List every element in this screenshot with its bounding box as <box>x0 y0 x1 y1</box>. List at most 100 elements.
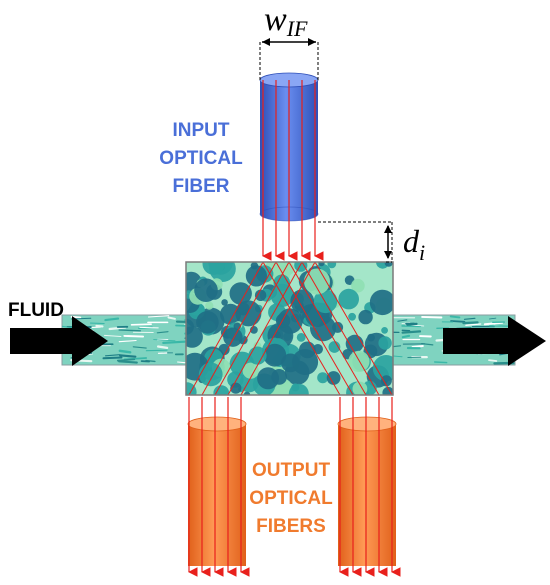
particle <box>292 349 319 375</box>
flow-streak <box>104 317 120 322</box>
particle <box>205 301 214 310</box>
flow-streak <box>156 345 169 350</box>
particle <box>294 262 308 272</box>
particle <box>186 326 203 348</box>
particle <box>274 331 281 339</box>
particle <box>223 327 243 347</box>
particle <box>378 336 392 350</box>
output-fibers-label: OUTPUT OPTICAL FIBERS <box>249 460 333 537</box>
input-label-line1: INPUT <box>173 120 230 141</box>
light-rays <box>188 80 401 577</box>
flow-streak <box>411 344 424 349</box>
flow-streak <box>118 360 138 364</box>
flow-streak <box>104 354 121 357</box>
flow-streak <box>123 334 145 338</box>
flow-streak <box>449 315 461 319</box>
particle <box>186 382 197 395</box>
input-fiber-label: INPUT OPTICAL FIBER <box>159 120 243 197</box>
scattered-ray <box>275 262 354 395</box>
particle <box>202 262 225 275</box>
particle <box>328 341 341 353</box>
particle <box>257 367 280 390</box>
flow-streak <box>132 346 147 349</box>
scattered-ray <box>214 262 290 395</box>
particle <box>380 375 392 387</box>
particle <box>318 262 325 267</box>
input-label-line3: FIBER <box>173 176 230 197</box>
distance-label: di <box>403 223 425 265</box>
particle <box>198 362 223 387</box>
particle <box>235 300 262 327</box>
flow-streak <box>145 349 168 352</box>
flow-streak <box>162 340 186 344</box>
particle <box>327 262 337 269</box>
output-label-line3: FIBERS <box>256 516 326 537</box>
scattered-ray <box>288 262 367 395</box>
particle <box>351 278 365 293</box>
width-dimension: wIF <box>259 1 319 80</box>
particle <box>243 391 251 395</box>
flow-streak <box>153 339 176 342</box>
flow-streak <box>450 320 466 323</box>
fluid-outlet-arrow <box>443 316 546 366</box>
particle <box>291 383 300 392</box>
flow-streak <box>118 349 132 354</box>
flow-streak <box>397 319 408 322</box>
fluid-label: FLUID <box>8 300 64 321</box>
flow-streak <box>89 322 105 325</box>
particle <box>245 265 267 287</box>
flow-streak <box>401 330 422 334</box>
particle <box>248 346 267 365</box>
flow-streak <box>103 334 122 337</box>
particle <box>229 282 252 305</box>
flow-streak <box>118 339 137 343</box>
scattered-ray <box>227 262 303 395</box>
flow-streak <box>156 331 169 334</box>
particle <box>369 289 393 316</box>
scattered-ray <box>314 262 393 395</box>
particle <box>296 333 306 342</box>
particle <box>221 299 228 306</box>
particle <box>326 371 341 385</box>
flow-streak <box>465 323 482 326</box>
scattered-ray <box>240 262 316 395</box>
particle <box>213 385 230 395</box>
particle <box>304 268 330 295</box>
width-label: wIF <box>264 1 308 41</box>
particle <box>263 343 287 367</box>
flow-streak <box>421 315 443 319</box>
flow-streak <box>118 354 137 358</box>
particle <box>348 312 356 321</box>
particle <box>194 278 218 303</box>
flow-streak <box>147 315 170 318</box>
particle <box>332 321 344 333</box>
output-optical-fiber-left <box>187 416 247 566</box>
flow-streak <box>177 361 186 364</box>
flow-streak <box>102 356 123 360</box>
flow-streak <box>116 358 136 362</box>
input-label-line2: OPTICAL <box>159 148 243 169</box>
particle <box>196 311 219 334</box>
particle <box>358 309 373 325</box>
scattered-ray <box>262 262 341 395</box>
scattered-ray <box>188 262 264 395</box>
flow-streak <box>95 324 104 328</box>
particle <box>381 327 388 334</box>
flow-streak <box>401 334 411 339</box>
particle <box>220 303 241 325</box>
flow-streak <box>393 355 403 358</box>
flow-streak <box>139 326 159 329</box>
flow-streak <box>434 361 448 364</box>
particle <box>242 362 259 379</box>
particle <box>345 334 364 353</box>
particle <box>338 288 360 310</box>
flow-streak <box>62 325 73 329</box>
flow-streak <box>462 321 479 325</box>
flow-streak <box>488 359 498 362</box>
particle <box>275 313 291 328</box>
fluid-inlet-arrow <box>10 316 108 366</box>
scattered-ray <box>301 262 380 395</box>
flow-streak <box>130 323 152 326</box>
particle <box>312 344 323 355</box>
